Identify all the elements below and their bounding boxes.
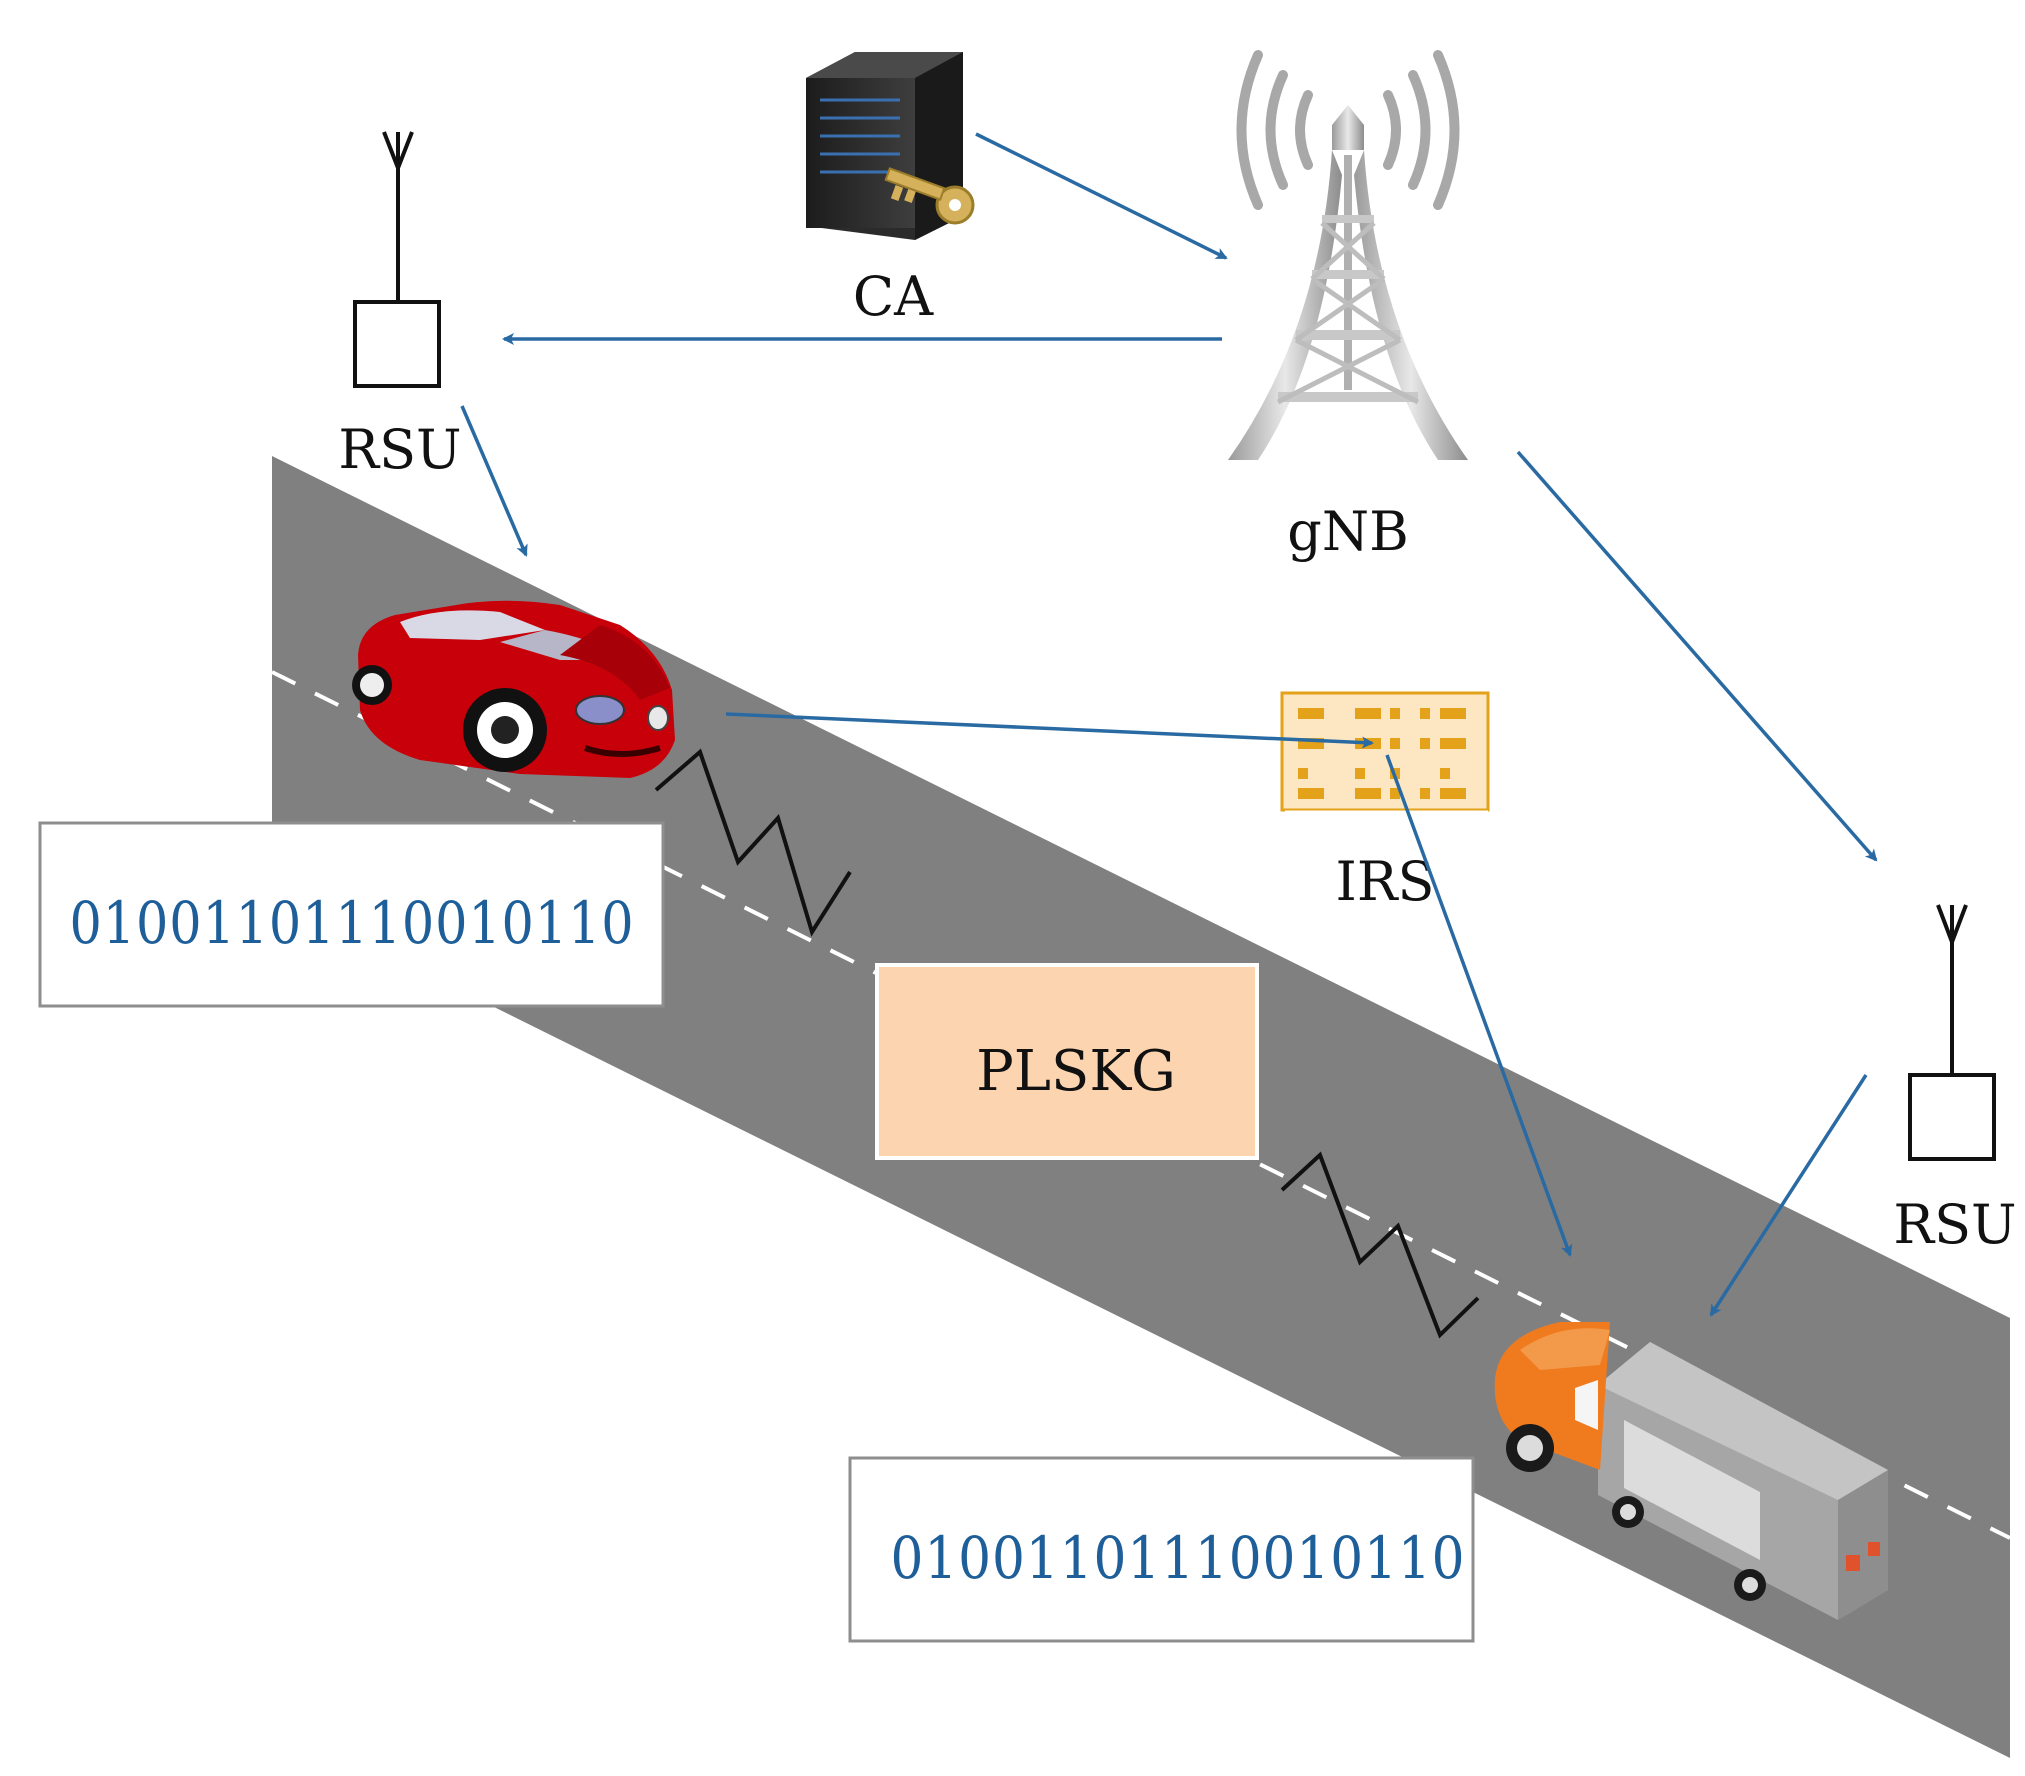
key-icon (884, 167, 975, 225)
rsu-left-label: RSU (338, 418, 461, 481)
gnb-tower-icon (1228, 50, 1468, 460)
irs-panel-icon (1280, 691, 1490, 814)
rsu-right-label: RSU (1893, 1193, 2016, 1256)
truck-icon (1494, 1322, 1888, 1620)
bit-string-box-right: 01001101110010110 (848, 1456, 1475, 1643)
channel-zigzag-right (1280, 1151, 1480, 1339)
plskg-box: PLSKG (875, 963, 1259, 1160)
bit-string-box-left: 01001101110010110 (38, 821, 665, 1008)
channel-zigzag-left (654, 748, 852, 937)
ca-server-icon (806, 52, 975, 240)
arrow-rsu-left-to-road (460, 405, 528, 557)
ca-label: CA (853, 265, 934, 328)
arrow-car-to-irs (725, 712, 1374, 749)
gnb-label: gNB (1287, 500, 1409, 563)
plskg-label: PLSKG (976, 1039, 1176, 1104)
rsu-left-antenna-icon (353, 131, 441, 388)
bit-string-left: 01001101110010110 (70, 889, 635, 957)
red-car-icon (352, 600, 675, 778)
rsu-right-antenna-icon (1908, 904, 1996, 1161)
arrow-ca-to-gnb (975, 132, 1228, 260)
irs-label: IRS (1336, 850, 1435, 913)
arrow-gnb-to-rsu-right (1516, 450, 1878, 862)
bit-string-right: 01001101110010110 (891, 1524, 1466, 1592)
signal-arrows (460, 132, 1878, 1317)
arrow-rsu-right-to-truck (1709, 1074, 1868, 1317)
arrow-irs-to-truck (1385, 754, 1573, 1257)
